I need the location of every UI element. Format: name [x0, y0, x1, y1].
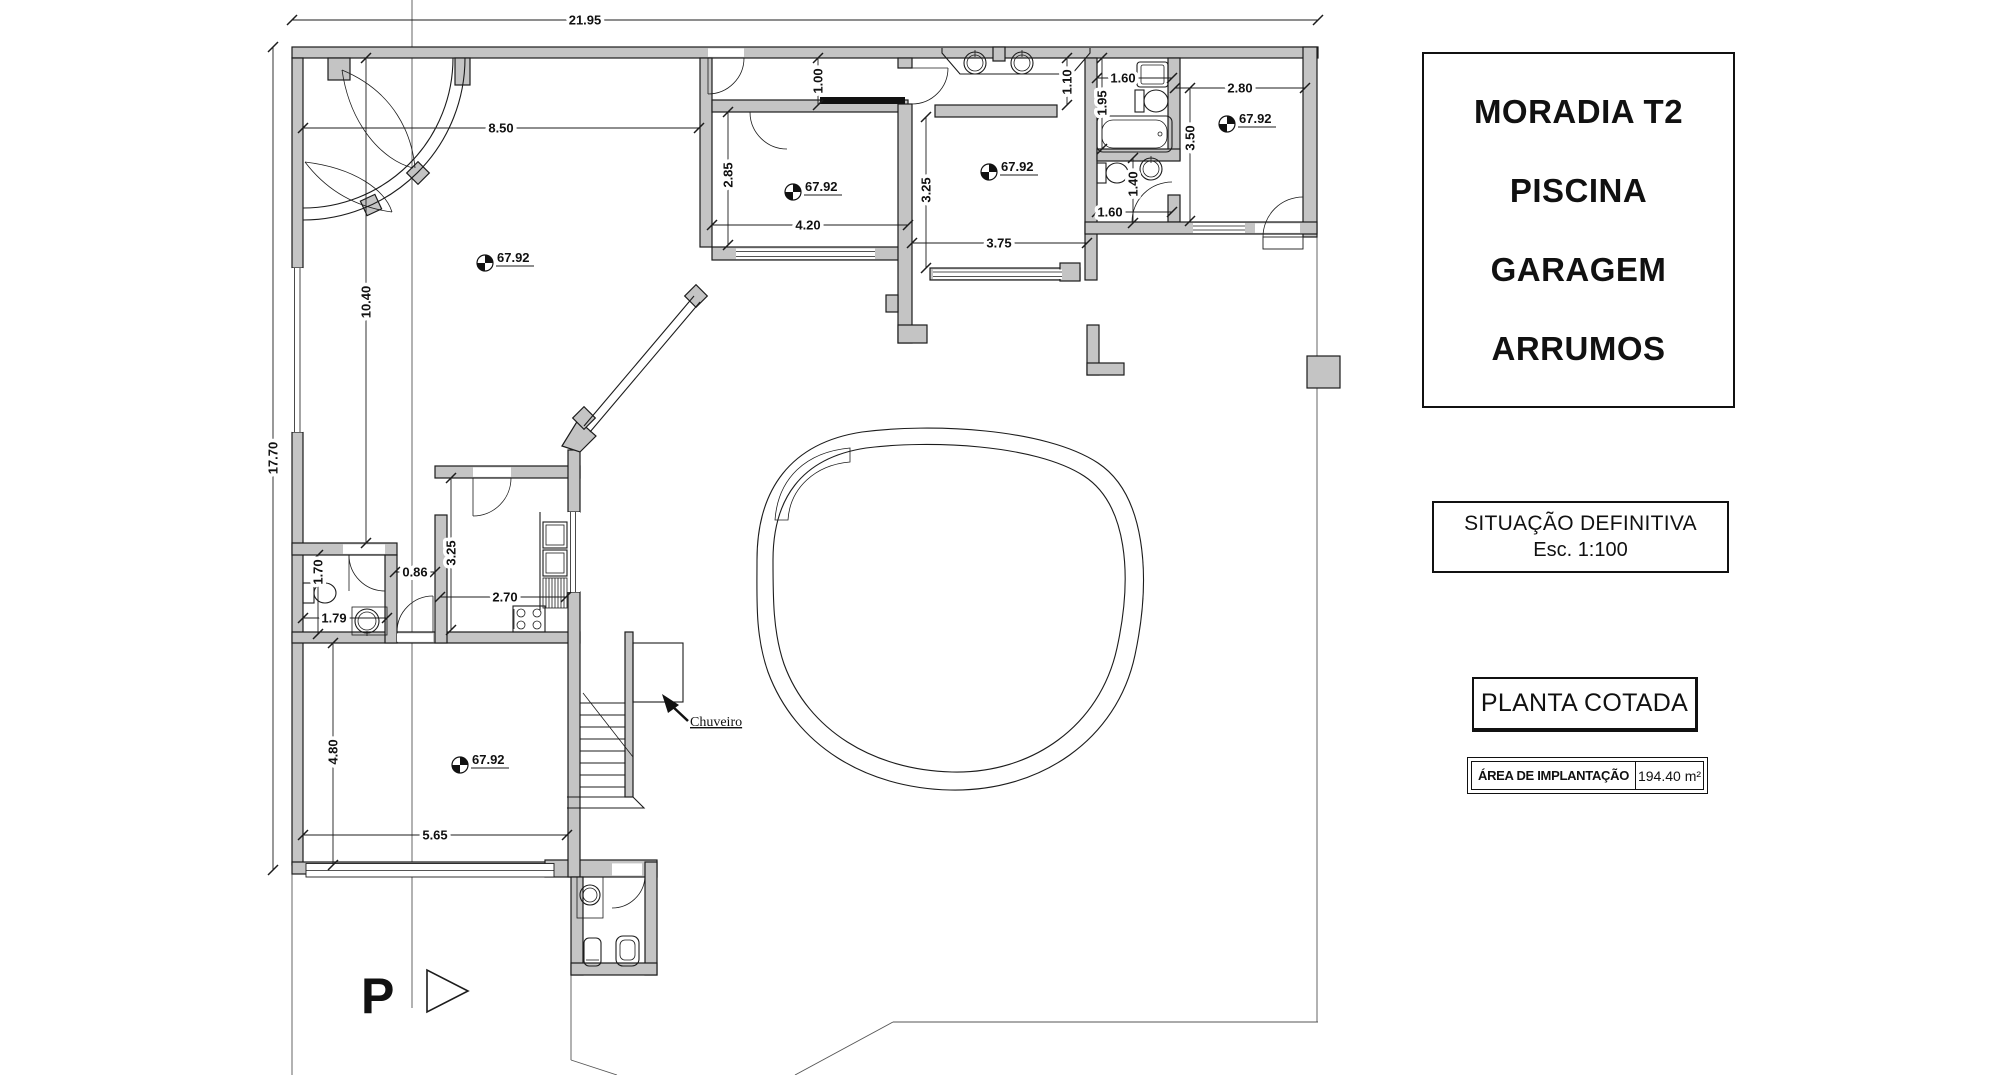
svg-text:4.20: 4.20	[795, 218, 820, 233]
svg-text:67.92: 67.92	[805, 179, 838, 194]
pool-outline	[756, 427, 1144, 791]
stairs-icon	[567, 692, 646, 809]
svg-text:8.50: 8.50	[488, 121, 513, 136]
dimensions-layer: 21.95 17.70 8.50 10.40 1.00 2.85 4.20 3.25 3.75 1…	[262, 9, 1324, 876]
parking-label: P	[361, 968, 394, 1024]
pool-step	[774, 447, 851, 521]
status-title: SITUAÇÃO DEFINITIVA	[1464, 512, 1697, 535]
svg-text:4.80: 4.80	[326, 739, 341, 764]
shower-label: Chuveiro	[690, 715, 742, 730]
svg-text:1.70: 1.70	[311, 559, 326, 584]
svg-text:67.92: 67.92	[1239, 111, 1272, 126]
kitchen-counter-icon	[539, 512, 568, 610]
door-swings	[348, 57, 1304, 909]
svg-text:3.25: 3.25	[919, 177, 934, 202]
left-wc-fixtures	[302, 582, 388, 636]
implantation-area-label: ÁREA DE IMPLANTAÇÃO	[1478, 768, 1630, 783]
toilet-icon	[1134, 89, 1169, 113]
svg-text:17.70: 17.70	[266, 442, 281, 475]
title-line-3: GARAGEM	[1490, 250, 1667, 288]
svg-text:1.79: 1.79	[321, 611, 346, 626]
svg-text:67.92: 67.92	[1001, 159, 1034, 174]
status-box: SITUAÇÃO DEFINITIVA Esc. 1:100	[1432, 501, 1729, 573]
bathtub-icon	[1096, 115, 1173, 153]
wc-sink-icon	[1139, 156, 1163, 181]
svg-text:2.70: 2.70	[492, 590, 517, 605]
drawing-label: PLANTA COTADA	[1480, 689, 1689, 717]
title-line-2: PISCINA	[1509, 171, 1648, 209]
implantation-area-box: ÁREA DE IMPLANTAÇÃO 194.40 m²	[1467, 757, 1708, 794]
washbasin-icon	[1136, 61, 1169, 88]
title-line-1: MORADIA T2	[1473, 92, 1684, 130]
svg-text:10.40: 10.40	[359, 286, 374, 319]
svg-text:67.92: 67.92	[472, 752, 505, 767]
window-bedroom1	[736, 248, 875, 259]
title-block: MORADIA T2 PISCINA GARAGEM ARRUMOS	[1422, 52, 1735, 408]
drawing-label-box: PLANTA COTADA	[1472, 677, 1698, 732]
curved-entry-bay	[302, 57, 466, 221]
door-openings	[343, 48, 1300, 876]
svg-text:1.95: 1.95	[1095, 90, 1110, 115]
shower-platform	[632, 642, 684, 703]
windows-layer	[291, 223, 1245, 878]
vanity-sinks-icon	[941, 48, 1091, 75]
svg-text:0.86: 0.86	[402, 565, 427, 580]
wc-toilet-icon	[1096, 162, 1129, 184]
status-scale: Esc. 1:100	[1533, 539, 1628, 561]
svg-text:1.00: 1.00	[811, 68, 826, 93]
svg-text:3.50: 3.50	[1183, 125, 1198, 150]
parking-triangle-icon	[426, 968, 470, 1014]
svg-text:3.25: 3.25	[444, 540, 459, 565]
implantation-area-value: 194.40 m²	[1635, 762, 1703, 789]
pool-wc-fixtures	[576, 876, 640, 967]
svg-text:67.92: 67.92	[497, 250, 530, 265]
svg-text:1.10: 1.10	[1060, 69, 1075, 94]
stove-icon	[512, 605, 546, 633]
title-line-4: ARRUMOS	[1491, 329, 1666, 367]
window-kitchen	[567, 512, 580, 592]
svg-text:5.65: 5.65	[422, 828, 447, 843]
window-diagonal-glass-wall	[583, 295, 701, 433]
window-bedroom2	[933, 269, 1062, 279]
svg-text:21.95: 21.95	[569, 13, 602, 28]
svg-text:1.40: 1.40	[1126, 171, 1141, 196]
window-bedroom3	[1193, 223, 1245, 233]
svg-text:1.60: 1.60	[1110, 71, 1135, 86]
wardrobe-icon	[820, 97, 905, 104]
garage-door	[305, 863, 555, 878]
window-left-wall	[291, 268, 304, 432]
svg-text:3.75: 3.75	[986, 236, 1011, 251]
svg-text:2.80: 2.80	[1227, 81, 1252, 96]
svg-text:2.85: 2.85	[721, 162, 736, 187]
shower-arrow-icon	[662, 694, 689, 722]
svg-text:1.60: 1.60	[1097, 205, 1122, 220]
